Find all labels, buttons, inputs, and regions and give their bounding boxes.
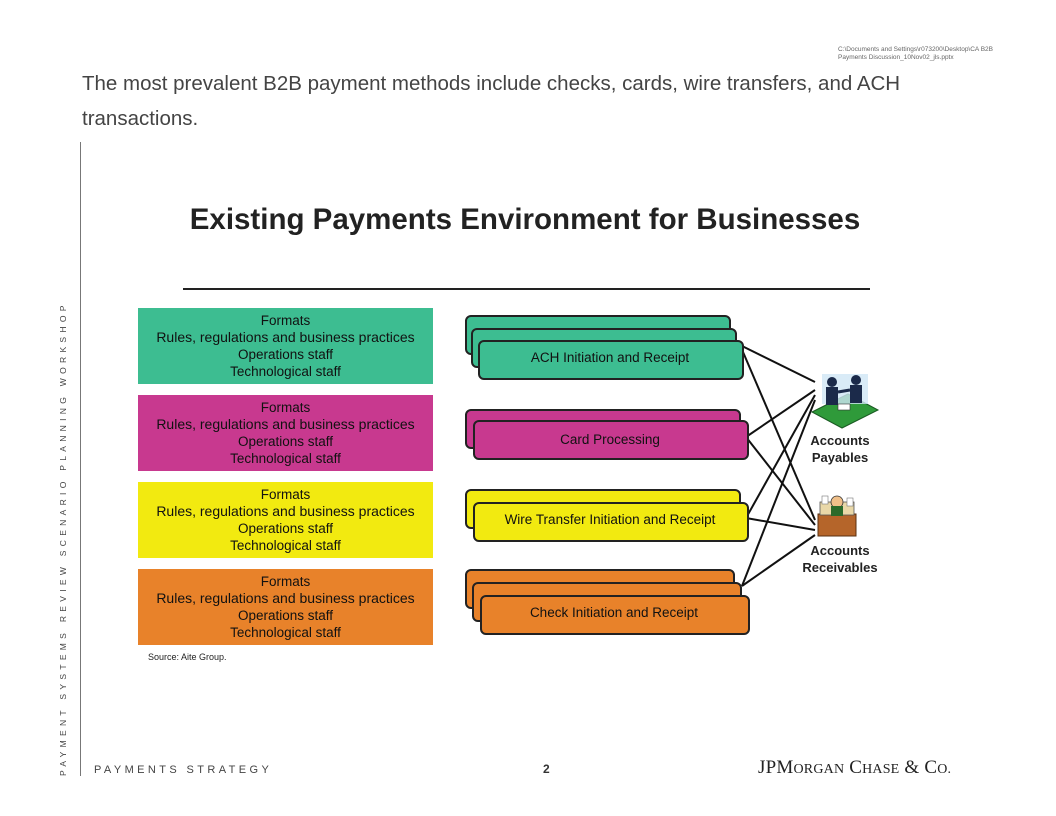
payables-line-1: Accounts xyxy=(810,433,870,448)
logo-part: O. xyxy=(937,762,952,777)
file-path: C:\Documents and Settings\r073200\Deskto… xyxy=(838,46,1008,62)
line-wire-payables xyxy=(745,394,816,519)
line-card-payables xyxy=(745,389,816,438)
box-line-operations: Operations staff xyxy=(237,347,334,362)
file-path-line-2: Payments Discussion_10Nov02_jls.pptx xyxy=(838,54,954,61)
side-divider xyxy=(80,142,81,776)
box-line-operations: Operations staff xyxy=(237,434,334,449)
logo-part: JPM xyxy=(758,757,794,778)
box-line-rules: Rules, regulations and business practice… xyxy=(156,503,415,519)
logo-part: C xyxy=(844,757,863,778)
logo-part: HASE xyxy=(862,762,900,777)
line-check-receivables xyxy=(741,534,816,587)
box-line-formats: Formats xyxy=(260,313,311,328)
process-label-check: Check Initiation and Receipt xyxy=(529,605,699,620)
slide-headline: The most prevalent B2B payment methods i… xyxy=(82,72,901,130)
accounts-receivables-icon xyxy=(817,495,857,537)
logo-part: ORGAN xyxy=(793,762,845,777)
file-path-line-1: C:\Documents and Settings\r073200\Deskto… xyxy=(838,46,994,53)
process-label-wire: Wire Transfer Initiation and Receipt xyxy=(504,512,716,527)
box-line-technology: Technological staff xyxy=(230,451,341,466)
requirements-box-card: Formats Rules, regulations and business … xyxy=(138,395,433,471)
payables-line-2: Payables xyxy=(811,450,869,465)
line-ach-receivables xyxy=(739,344,816,521)
box-line-operations: Operations staff xyxy=(237,608,334,623)
page-number: 2 xyxy=(543,762,550,776)
process-label-ach: ACH Initiation and Receipt xyxy=(530,350,690,365)
diagram-title: Existing Payments Environment for Busine… xyxy=(189,203,861,236)
box-line-technology: Technological staff xyxy=(230,625,341,640)
logo-part: & C xyxy=(899,757,938,778)
source-note: Source: Aite Group. xyxy=(148,652,227,662)
box-line-operations: Operations staff xyxy=(237,521,334,536)
box-line-formats: Formats xyxy=(260,400,311,415)
line-ach-payables xyxy=(739,344,816,383)
box-line-rules: Rules, regulations and business practice… xyxy=(156,590,415,606)
line-card-receivables xyxy=(745,436,816,526)
box-line-formats: Formats xyxy=(260,574,311,589)
box-line-technology: Technological staff xyxy=(230,538,341,553)
requirements-box-wire: Formats Rules, regulations and business … xyxy=(138,482,433,558)
line-wire-receivables xyxy=(745,517,816,531)
accounts-receivables-label: Accounts Receivables xyxy=(792,542,888,576)
line-check-payables xyxy=(741,399,816,587)
receivables-line-1: Accounts xyxy=(810,543,870,558)
footer-section-name: PAYMENTS STRATEGY xyxy=(94,764,273,776)
box-line-rules: Rules, regulations and business practice… xyxy=(156,329,415,345)
company-logo: JPMORGAN CHASE & CO. xyxy=(758,757,951,779)
receivables-line-2: Receivables xyxy=(802,560,878,575)
requirements-box-ach: Formats Rules, regulations and business … xyxy=(138,308,433,384)
box-line-formats: Formats xyxy=(260,487,311,502)
title-underline xyxy=(183,288,870,290)
process-label-card: Card Processing xyxy=(560,432,660,447)
accounts-payables-label: Accounts Payables xyxy=(800,432,880,466)
requirements-box-check: Formats Rules, regulations and business … xyxy=(138,569,433,645)
box-line-rules: Rules, regulations and business practice… xyxy=(156,416,415,432)
box-line-technology: Technological staff xyxy=(230,364,341,379)
accounts-payables-icon xyxy=(810,374,880,429)
